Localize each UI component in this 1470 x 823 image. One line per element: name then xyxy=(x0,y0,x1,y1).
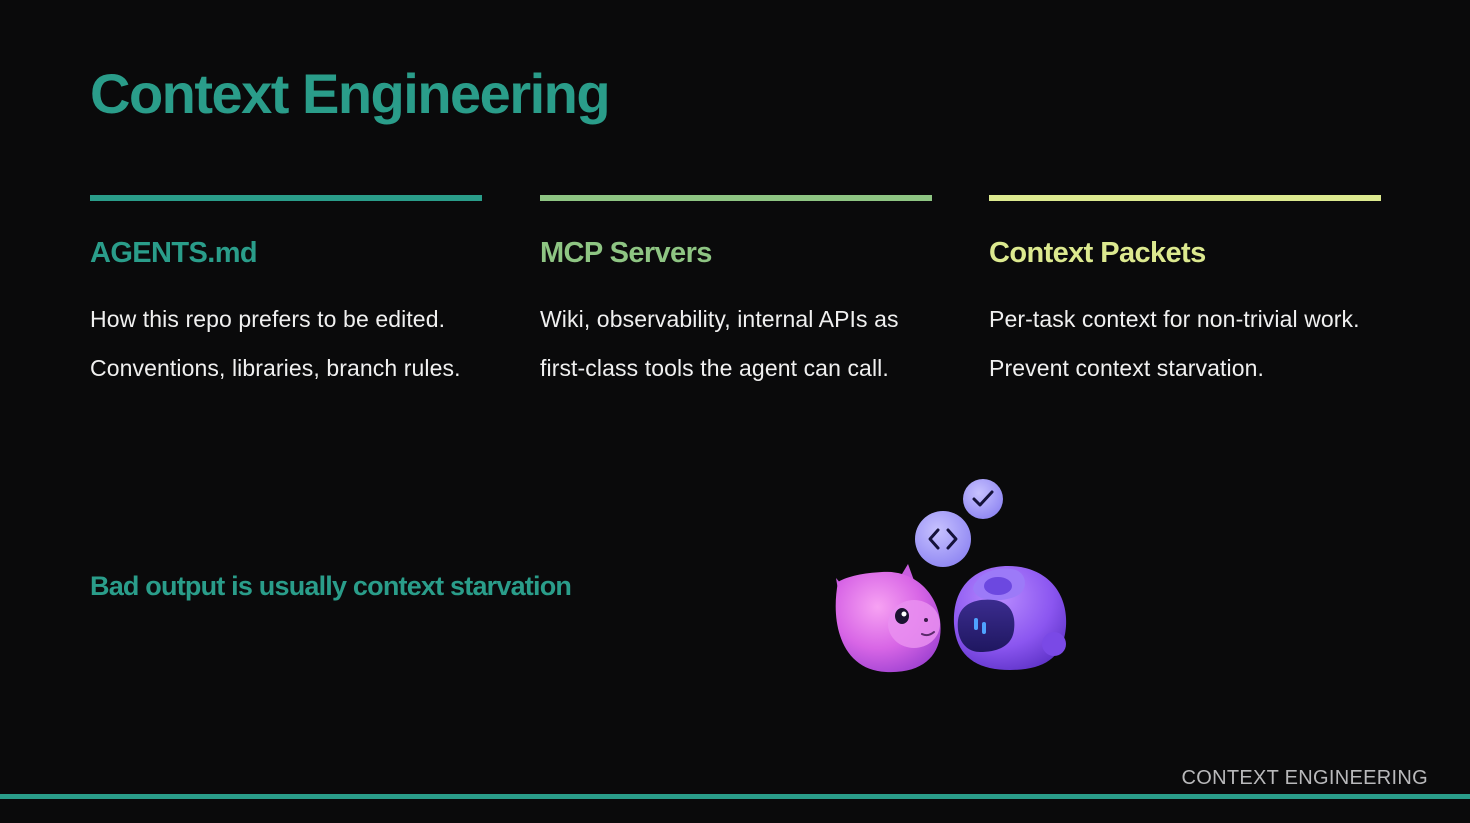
tagline: Bad output is usually context starvation xyxy=(90,571,572,601)
column-agents-md: AGENTS.md How this repo prefers to be ed… xyxy=(90,195,482,393)
column-heading: Context Packets xyxy=(989,237,1206,269)
code-brackets-icon xyxy=(915,511,971,567)
footer-rule xyxy=(0,794,1470,799)
cat-mascot xyxy=(835,564,941,673)
column-context-packets: Context Packets Per-task context for non… xyxy=(989,195,1381,393)
column-accent-bar xyxy=(90,195,482,201)
column-body: How this repo prefers to be edited. Conv… xyxy=(90,306,461,381)
checkmark-icon xyxy=(963,479,1003,519)
column-accent-bar xyxy=(989,195,1381,201)
column-body: Per-task context for non-trivial work. P… xyxy=(989,306,1360,381)
column-heading: AGENTS.md xyxy=(90,237,258,269)
column-heading: MCP Servers xyxy=(540,237,712,269)
column-accent-bar xyxy=(540,195,932,201)
column-mcp-servers: MCP Servers Wiki, observability, interna… xyxy=(540,195,932,393)
mascot-illustration xyxy=(826,474,1076,684)
footer-label: CONTEXT ENGINEERING xyxy=(1181,767,1428,789)
robot-mascot xyxy=(953,566,1067,670)
slide-title: Context Engineering xyxy=(90,62,611,125)
column-body: Wiki, observability, internal APIs as fi… xyxy=(540,306,899,381)
